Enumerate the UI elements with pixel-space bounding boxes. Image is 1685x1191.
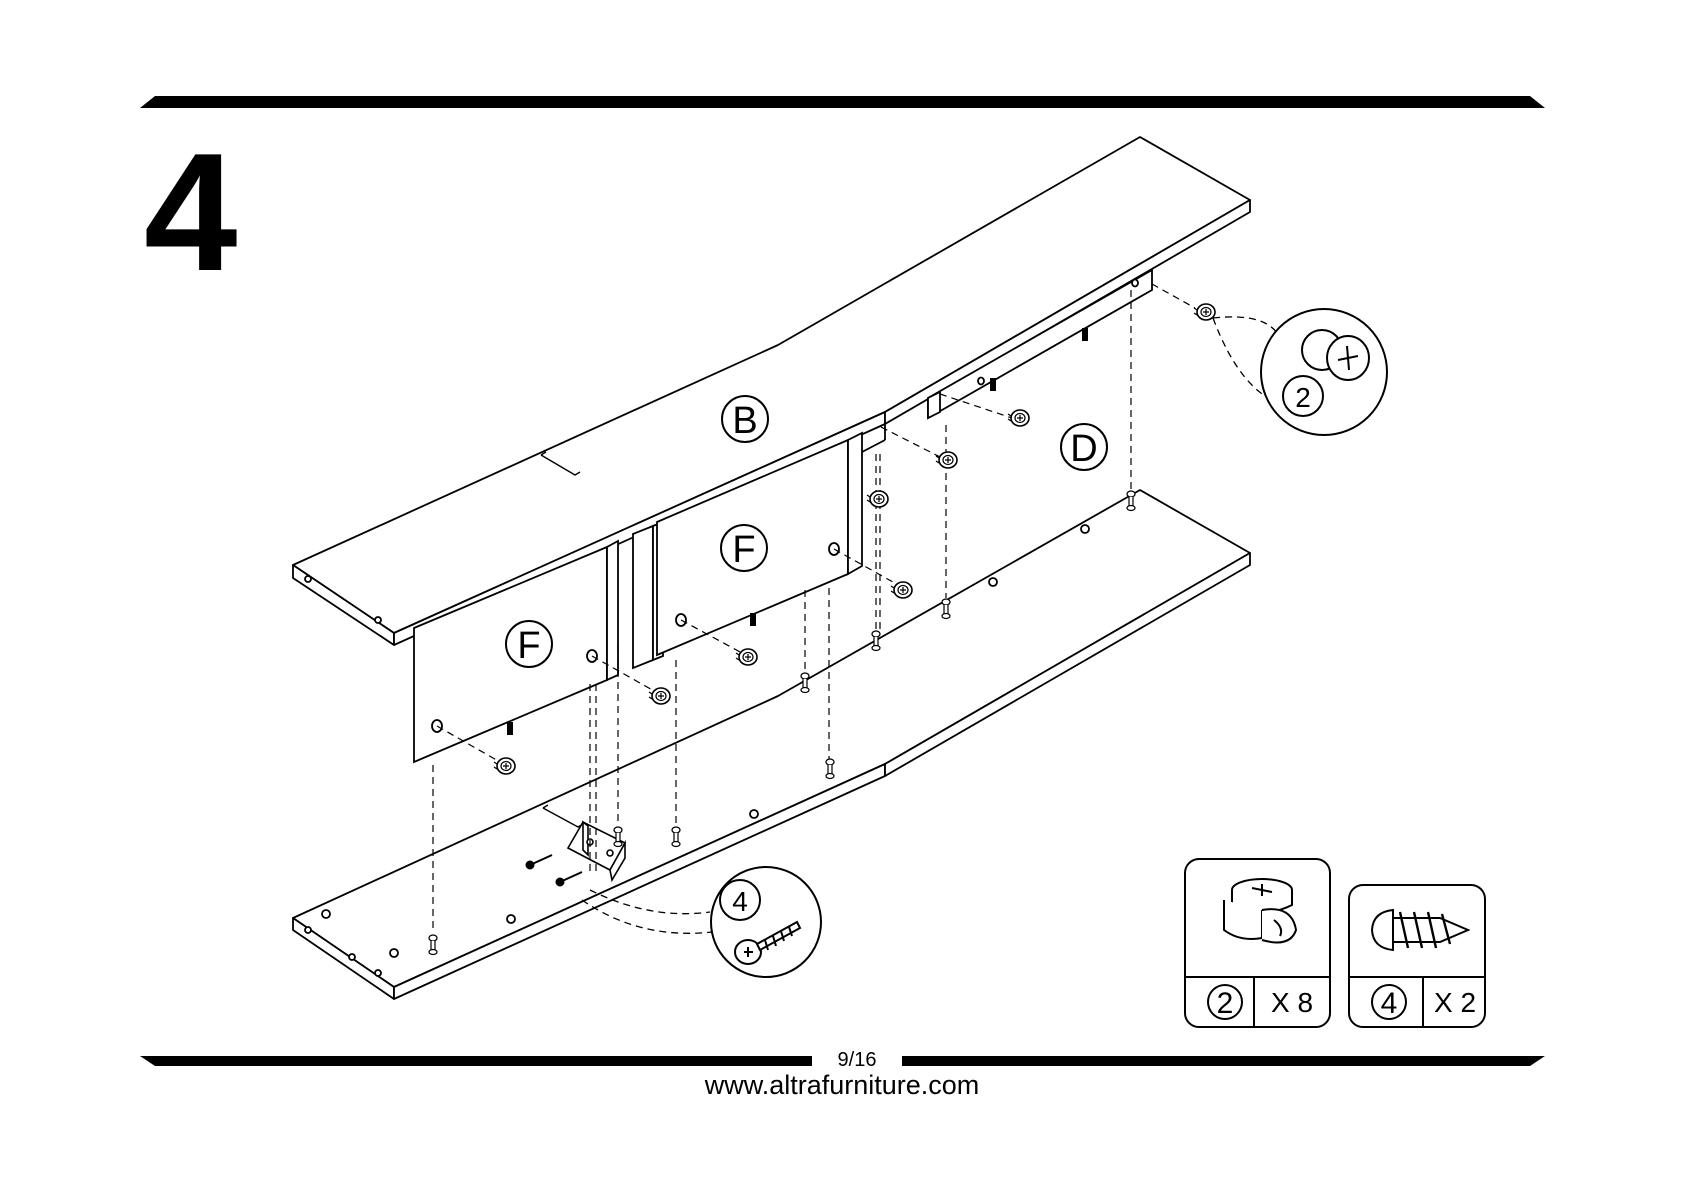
hardware-screw-box: 4 X 2 xyxy=(1349,885,1485,1027)
label-d: D xyxy=(1070,428,1097,470)
callout-cam-lock: 2 xyxy=(1213,309,1387,435)
callout-screw-number: 4 xyxy=(732,886,748,917)
callout-cam-number: 2 xyxy=(1295,382,1311,413)
label-f-middle: F xyxy=(732,529,755,571)
hardware-cam-box: 2 X 8 xyxy=(1185,859,1330,1027)
step-number: 4 xyxy=(144,128,233,296)
legend-cam-number: 2 xyxy=(1217,987,1234,1020)
header-rule xyxy=(140,96,1545,108)
legend-cam-qty: X 8 xyxy=(1271,987,1313,1018)
label-f-left: F xyxy=(517,625,540,667)
label-b: B xyxy=(732,400,757,442)
legend-screw-qty: X 2 xyxy=(1434,987,1476,1018)
website-url: www.altrafurniture.com xyxy=(642,1068,1042,1102)
legend-screw-number: 4 xyxy=(1381,987,1398,1020)
